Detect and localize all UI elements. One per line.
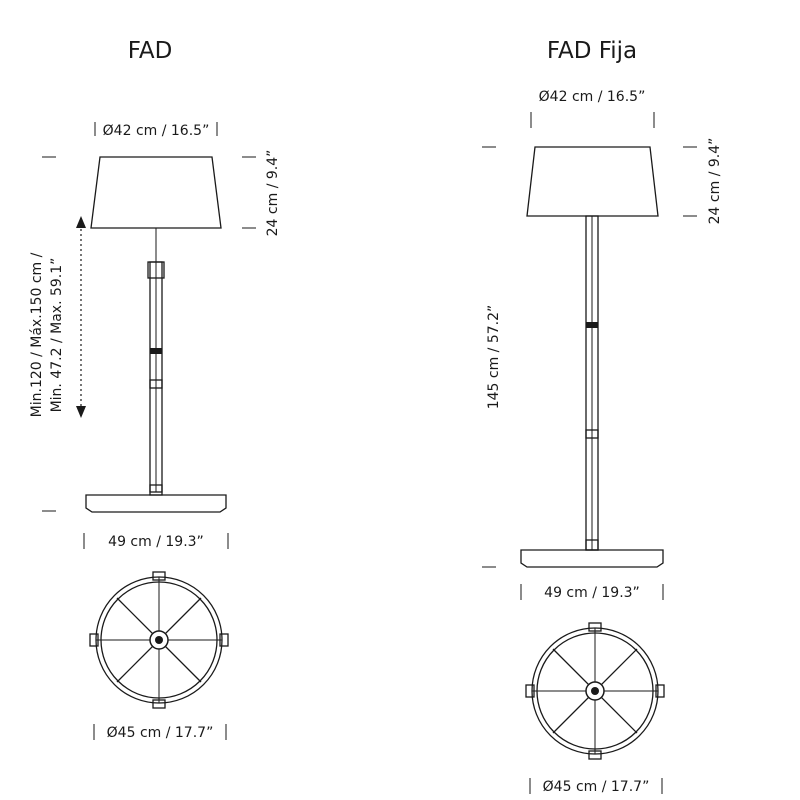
fad-height-range-line2: Min. 47.2 / Max. 59.1” xyxy=(49,258,65,413)
fad-fija-stem-joint-1 xyxy=(586,322,598,328)
fad-fija-shade-height-label: 24 cm / 9.4” xyxy=(707,138,723,225)
fad-lamp-shade xyxy=(90,156,222,229)
fad-fija-base-top-view xyxy=(525,622,665,760)
fad-title: FAD xyxy=(128,38,173,64)
fad-shade-height-label: 24 cm / 9.4” xyxy=(265,150,281,237)
fad-stem-joint-1 xyxy=(150,348,162,354)
fad-fija-base-diameter-label: Ø45 cm / 17.7” xyxy=(543,779,650,795)
fad-fija-base-width-label: 49 cm / 19.3” xyxy=(544,585,640,601)
fad-fija-drawing: FAD Fija Ø42 cm / 16.5” 24 cm / 9.4” 145… xyxy=(482,38,723,795)
fad-stem-joint-2 xyxy=(149,379,163,389)
fad-height-range-line1: Min.120 / Máx.150 cm / xyxy=(29,252,45,417)
fad-base-diameter-label: Ø45 cm / 17.7” xyxy=(107,725,214,741)
height-range-arrow-up xyxy=(76,216,86,228)
fad-stem-clamp-top xyxy=(147,261,165,279)
fad-base xyxy=(85,494,227,513)
fad-shade-diameter-label: Ø42 cm / 16.5” xyxy=(103,123,210,139)
fad-fija-lamp-shade xyxy=(526,146,659,217)
fad-base-width-label: 49 cm / 19.3” xyxy=(108,534,204,550)
fad-fija-shade-diameter-label: Ø42 cm / 16.5” xyxy=(539,89,646,105)
fad-drawing: FAD Ø42 cm / 16.5” 24 cm / 9.4” Min.120 … xyxy=(29,38,281,741)
fad-fija-title: FAD Fija xyxy=(547,38,637,64)
height-range-arrow-down xyxy=(76,406,86,418)
fad-fija-stem-joint-2 xyxy=(585,429,599,439)
fad-fija-base xyxy=(520,549,664,568)
fad-base-top-view xyxy=(89,571,229,709)
fad-fija-height-label: 145 cm / 57.2” xyxy=(486,305,502,410)
